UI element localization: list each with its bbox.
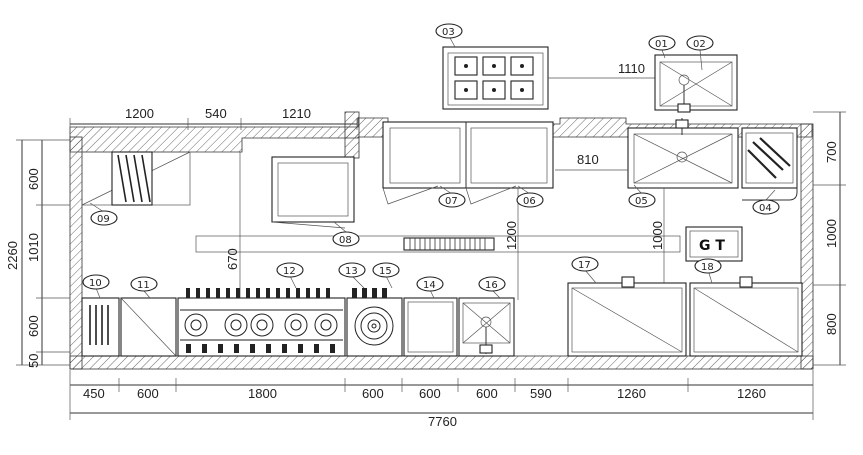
- dim-left-600a: 600: [26, 168, 41, 190]
- tag-03: 03: [435, 23, 463, 39]
- dim-bottom-8: 1260: [617, 386, 646, 401]
- left-wall: [69, 136, 83, 370]
- grease-trap: G T: [685, 226, 743, 262]
- dim-right-800: 800: [824, 313, 839, 335]
- tag-07: 07: [438, 192, 466, 208]
- svg-text:11: 11: [137, 280, 150, 291]
- equipment-05-sink: [627, 118, 739, 189]
- svg-text:09: 09: [97, 214, 110, 225]
- svg-text:18: 18: [701, 262, 714, 273]
- svg-text:02: 02: [693, 39, 706, 50]
- dim-top-3: 1210: [282, 106, 311, 121]
- dim-bottom-2: 600: [137, 386, 159, 401]
- svg-text:15: 15: [379, 266, 392, 277]
- dim-bottom-9: 1260: [737, 386, 766, 401]
- dim-1000-mid: 1000: [650, 221, 665, 250]
- tag-01: 01: [648, 35, 676, 51]
- equipment-08-fridge: [271, 156, 355, 229]
- dim-left-600b: 600: [26, 315, 41, 337]
- left-dimensions: 2260 600 1010 600 50: [5, 139, 70, 368]
- dim-left-1010: 1010: [26, 233, 41, 262]
- dim-810: 810: [577, 152, 599, 167]
- tag-05: 05: [628, 192, 656, 208]
- tag-09: 09: [90, 210, 118, 226]
- svg-text:14: 14: [423, 280, 436, 291]
- dim-1200: 1200: [504, 221, 519, 250]
- svg-text:16: 16: [485, 280, 498, 291]
- tag-06: 06: [516, 192, 544, 208]
- exhaust-band: [195, 235, 681, 253]
- bottom-wall: [69, 355, 814, 370]
- dim-bottom-4: 600: [362, 386, 384, 401]
- equipment-06-07-fridges: [382, 121, 554, 205]
- tag-15: 15: [372, 262, 400, 278]
- dim-left-50: 50: [26, 354, 41, 368]
- dim-bottom-3: 1800: [248, 386, 277, 401]
- right-dimensions: 700 1000 800: [813, 111, 846, 366]
- tag-14: 14: [416, 276, 444, 292]
- tag-11: 11: [130, 276, 158, 292]
- tag-02: 02: [686, 35, 714, 51]
- equipment-03-shelf: [442, 46, 549, 110]
- svg-text:17: 17: [578, 260, 591, 271]
- right-wall: [800, 123, 814, 370]
- dim-bottom-1: 450: [83, 386, 105, 401]
- dim-1110: 1110: [618, 61, 645, 76]
- dim-bottom-7: 590: [530, 386, 552, 401]
- dim-total-width: 7760: [428, 414, 457, 429]
- dim-top-1: 1200: [125, 106, 154, 121]
- svg-text:01: 01: [655, 39, 668, 50]
- svg-text:06: 06: [523, 196, 536, 207]
- tag-13: 13: [338, 262, 366, 278]
- svg-text:03: 03: [442, 27, 455, 38]
- bottom-dimensions: 450 600 1800 600 600 600 590 1260 1260 7…: [69, 370, 814, 429]
- grease-trap-label: G T: [699, 238, 725, 254]
- tag-17: 17: [571, 256, 599, 272]
- svg-text:12: 12: [283, 266, 296, 277]
- dim-left-total: 2260: [5, 241, 20, 270]
- svg-text:13: 13: [345, 266, 358, 277]
- dim-right-700: 700: [824, 141, 839, 163]
- dim-670: 670: [225, 248, 240, 270]
- tag-10: 10: [82, 274, 110, 290]
- svg-text:07: 07: [445, 196, 458, 207]
- equipment-04-rack: [741, 127, 798, 201]
- tag-16: 16: [478, 276, 506, 292]
- dim-bottom-5: 600: [419, 386, 441, 401]
- dim-bottom-6: 600: [476, 386, 498, 401]
- tag-18: 18: [694, 258, 722, 274]
- tag-08: 08: [332, 231, 360, 247]
- cooking-line: [81, 276, 803, 357]
- tag-04: 04: [752, 199, 780, 215]
- equipment-01-02-sink: [654, 54, 738, 113]
- dim-top-2: 540: [205, 106, 227, 121]
- svg-text:10: 10: [89, 278, 102, 289]
- equipment-tags: 03 01 02 04 05 06 07 08 09 10 11 12 13 1…: [82, 23, 780, 292]
- equipment-09-rack: [81, 151, 191, 206]
- svg-text:05: 05: [635, 196, 648, 207]
- top-dimensions: 1200 540 1210: [69, 106, 358, 136]
- tag-12: 12: [276, 262, 304, 278]
- dim-right-1000: 1000: [824, 219, 839, 248]
- svg-text:08: 08: [339, 235, 352, 246]
- svg-text:04: 04: [759, 203, 772, 214]
